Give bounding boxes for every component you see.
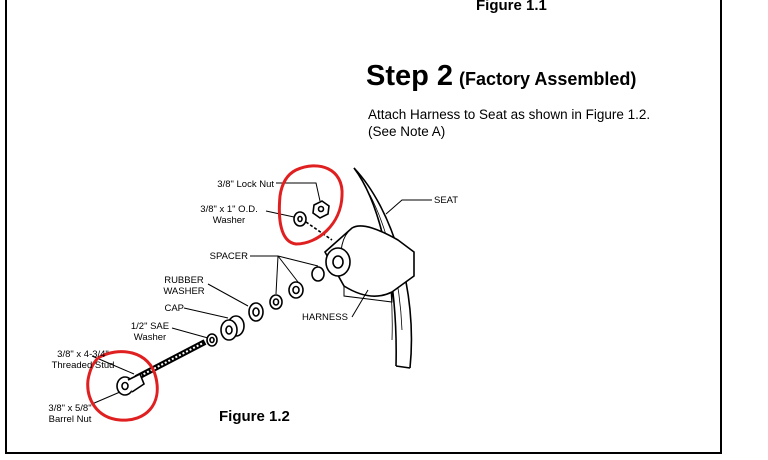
barrel-nut-label-line2: Barrel Nut bbox=[48, 414, 92, 425]
cap bbox=[220, 315, 245, 341]
page-frame bbox=[5, 0, 722, 454]
note-reference: (See Note A) bbox=[368, 124, 446, 139]
lock-nut-and-washer bbox=[293, 200, 333, 241]
instruction-line: Attach Harness to Seat as shown in Figur… bbox=[368, 107, 651, 122]
washer-od-label-line1: 3/8" x 1" O.D. bbox=[200, 204, 258, 215]
threaded-stud-label-line1: 3/8" x 4-3/4" bbox=[57, 349, 109, 360]
sae-washer-label: 1/2" SAE Washer bbox=[128, 321, 172, 343]
barrel-nut-annotation-circle bbox=[86, 350, 159, 422]
right-margin bbox=[724, 0, 768, 460]
step-heading: Step 2(Factory Assembled) bbox=[366, 60, 636, 93]
lock-nut-label: 3/8" Lock Nut bbox=[217, 179, 274, 190]
threaded-stud bbox=[134, 339, 207, 381]
rubber-washer-label: RUBBER WASHER bbox=[160, 275, 208, 297]
rubber-washer-label-line2: WASHER bbox=[163, 286, 205, 297]
harness-label: HARNESS bbox=[302, 312, 348, 323]
rubber-washer-label-line1: RUBBER bbox=[164, 275, 204, 286]
threaded-stud-label-line2: Threaded Stud bbox=[51, 360, 115, 371]
annotation-circles bbox=[86, 164, 344, 422]
step-title: Step 2 bbox=[366, 60, 454, 92]
washer-od-label-line2: Washer bbox=[212, 215, 246, 226]
sae-washer-label-line2: Washer bbox=[133, 332, 167, 343]
sae-washer bbox=[206, 333, 218, 347]
figure-1-1-caption: Figure 1.1 bbox=[476, 0, 547, 14]
seat-label: SEAT bbox=[434, 195, 459, 206]
barrel-nut-label: 3/8" x 5/8" Barrel Nut bbox=[42, 403, 98, 425]
figure-1-2-caption: Figure 1.2 bbox=[219, 408, 290, 425]
sae-washer-label-line1: 1/2" SAE bbox=[130, 321, 170, 332]
harness-bracket bbox=[323, 225, 415, 303]
rubber-washer bbox=[248, 302, 264, 322]
threaded-stud-label: 3/8" x 4-3/4" Threaded Stud bbox=[42, 349, 124, 371]
washer-od-label: 3/8" x 1" O.D. Washer bbox=[194, 204, 264, 226]
step-instructions: Attach Harness to Seat as shown in Figur… bbox=[368, 106, 650, 140]
barrel-nut bbox=[116, 372, 145, 396]
barrel-nut-label-line1: 3/8" x 5/8" bbox=[48, 403, 92, 414]
spacers bbox=[269, 266, 325, 310]
step-subtitle: (Factory Assembled) bbox=[459, 69, 637, 89]
lock-nut-annotation-circle bbox=[277, 164, 344, 246]
cap-label: CAP bbox=[164, 303, 184, 314]
spacer-label: SPACER bbox=[209, 251, 248, 262]
